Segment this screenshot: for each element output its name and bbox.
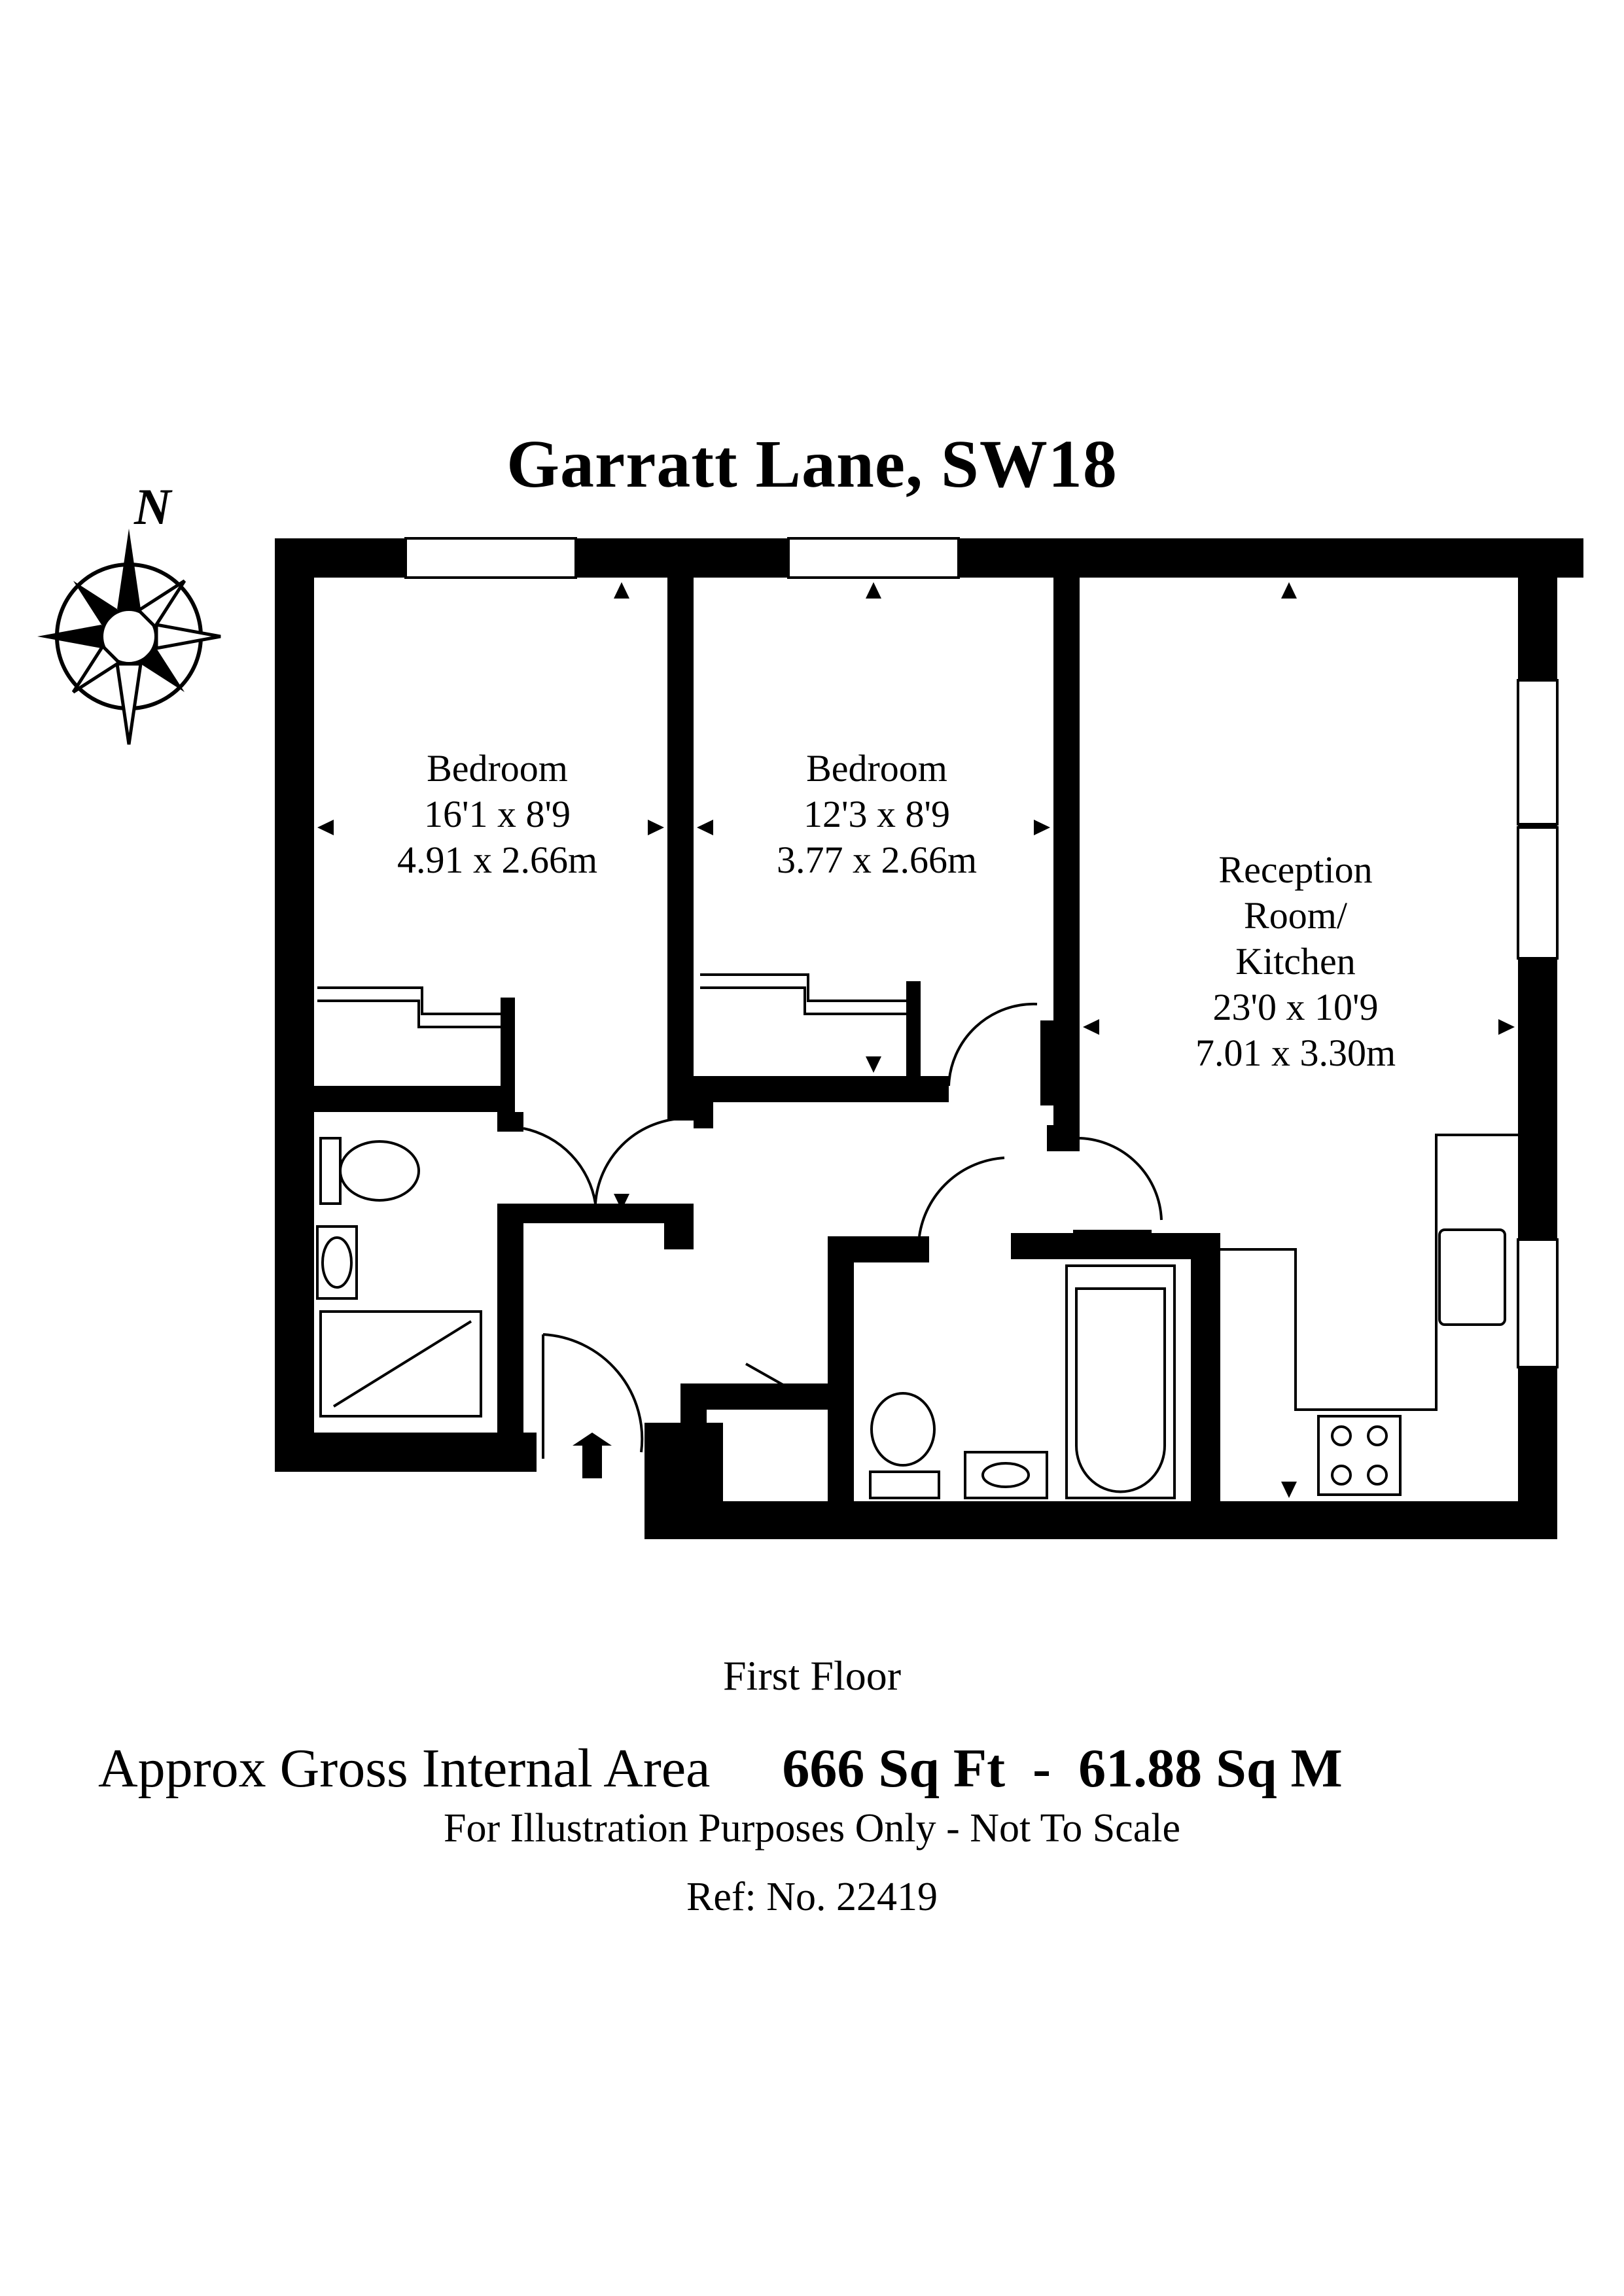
area-label: Approx Gross Internal Area <box>98 1738 711 1799</box>
room-name-line: Room/ <box>1244 894 1347 937</box>
room-name: Bedroom <box>427 747 568 790</box>
room-label-bedroom-1: Bedroom 16'1 x 8'9 4.91 x 2.66m <box>340 746 654 883</box>
room-label-bedroom-2: Bedroom 12'3 x 8'9 3.77 x 2.66m <box>720 746 1034 883</box>
disclaimer: For Illustration Purposes Only - Not To … <box>444 1806 1180 1851</box>
room-imperial: 12'3 x 8'9 <box>803 793 950 835</box>
compass-rose-icon <box>37 529 221 745</box>
room-metric: 7.01 x 3.30m <box>1195 1032 1396 1074</box>
floor-name: First Floor <box>722 1652 902 1699</box>
room-metric: 4.91 x 2.66m <box>397 839 598 881</box>
windows <box>404 537 1559 1368</box>
room-imperial: 23'0 x 10'9 <box>1212 986 1379 1028</box>
reference-number: Ref: No. 22419 <box>686 1875 938 1919</box>
room-name-line: Kitchen <box>1235 940 1356 983</box>
doors <box>523 1002 1163 1459</box>
dimension-arrows <box>317 582 1515 1498</box>
room-label-reception: Reception Room/ Kitchen 23'0 x 10'9 7.01… <box>1139 847 1453 1076</box>
property-title: Garratt Lane, SW18 <box>506 426 1118 502</box>
area-value: 666 Sq Ft - 61.88 Sq M <box>782 1738 1343 1799</box>
entrance-arrow-icon <box>573 1433 612 1478</box>
room-name: Bedroom <box>806 747 947 790</box>
room-metric: 3.77 x 2.66m <box>776 839 978 881</box>
room-imperial: 16'1 x 8'9 <box>424 793 571 835</box>
fixtures <box>316 973 1518 1499</box>
area-line: Approx Gross Internal Area 666 Sq Ft - 61… <box>98 1737 1343 1800</box>
room-name-line: Reception <box>1218 848 1373 891</box>
north-label: N <box>134 478 171 535</box>
